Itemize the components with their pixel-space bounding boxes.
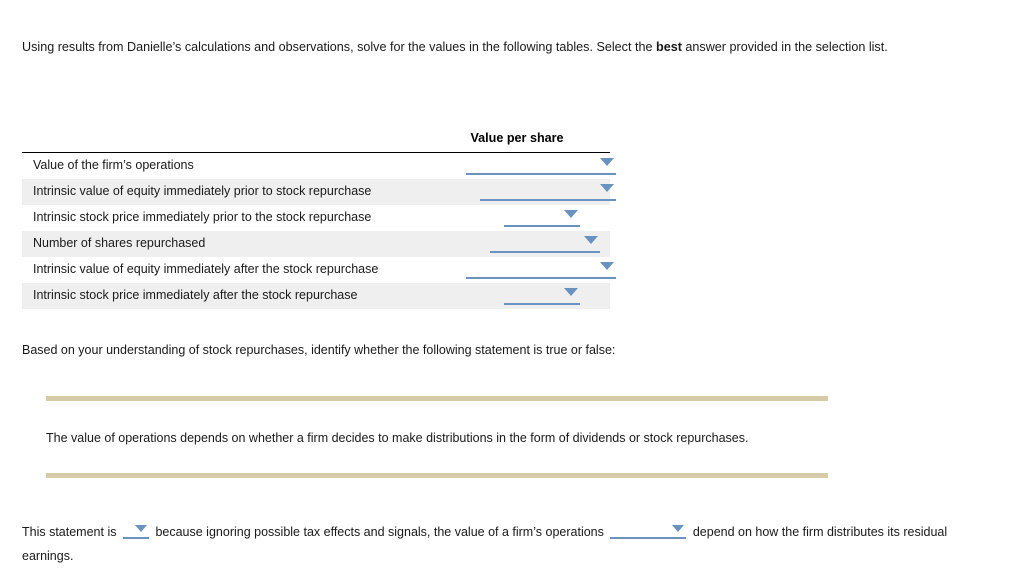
statement-text: The value of operations depends on wheth… (46, 431, 749, 445)
table-row: Number of shares repurchased (22, 231, 610, 257)
table-row: Intrinsic stock price immediately prior … (22, 205, 610, 231)
table-row: Value of the firm’s operations (22, 153, 616, 179)
row-label: Intrinsic stock price immediately after … (33, 288, 358, 302)
chevron-down-icon (134, 525, 147, 532)
chevron-down-icon (600, 158, 614, 166)
table-row: Intrinsic value of equity immediately pr… (22, 179, 616, 205)
conclusion-text-part3: depend on how the firm distributes its r… (22, 525, 948, 563)
true-false-prompt: Based on your understanding of stock rep… (22, 343, 616, 357)
dropdown-underline (466, 276, 616, 279)
chevron-down-icon (564, 288, 578, 296)
dropdown-underline (504, 302, 580, 305)
row-label: Intrinsic stock price immediately prior … (33, 210, 372, 224)
conclusion-paragraph: This statement is because ignoring possi… (22, 520, 972, 568)
intro-text-before: Using results from Danielle’s calculatio… (22, 40, 656, 54)
dropdown-underline (122, 536, 149, 539)
dropdown-underline (480, 198, 616, 201)
dropdown-row-4[interactable] (490, 233, 600, 255)
statement-rule-bottom (46, 473, 828, 478)
dropdown-row-3[interactable] (504, 207, 580, 229)
dropdown-row-5[interactable] (466, 259, 616, 281)
intro-text-after: answer provided in the selection list. (681, 40, 888, 54)
row-label: Intrinsic value of equity immediately pr… (33, 184, 372, 198)
dropdown-row-6[interactable] (504, 285, 580, 307)
chevron-down-icon (600, 262, 614, 270)
dropdown-underline (610, 536, 687, 539)
statement-rule-top (46, 396, 828, 401)
dropdown-does-depend[interactable] (610, 523, 687, 539)
statement-block: The value of operations depends on wheth… (46, 396, 828, 478)
chevron-down-icon (600, 184, 614, 192)
dropdown-statement-truth[interactable] (122, 523, 149, 539)
chevron-down-icon (672, 525, 685, 532)
dropdown-underline (504, 224, 580, 227)
dropdown-underline (466, 172, 616, 175)
table-row: Intrinsic value of equity immediately af… (22, 257, 616, 283)
row-label: Number of shares repurchased (33, 236, 206, 250)
conclusion-text-part2: because ignoring possible tax effects an… (155, 525, 604, 539)
dropdown-row-2[interactable] (480, 181, 616, 203)
chevron-down-icon (584, 236, 598, 244)
row-label: Value of the firm’s operations (33, 158, 194, 172)
dropdown-row-1[interactable] (466, 155, 616, 177)
dropdown-underline (490, 250, 600, 253)
row-label: Intrinsic value of equity immediately af… (33, 262, 379, 276)
conclusion-text-part1: This statement is (22, 525, 117, 539)
column-header-value-per-share: Value per share (470, 131, 564, 145)
intro-paragraph: Using results from Danielle’s calculatio… (22, 34, 912, 60)
chevron-down-icon (564, 210, 578, 218)
value-per-share-table: Value per share Value of the firm’s oper… (22, 130, 616, 309)
intro-bold-word: best (656, 40, 682, 54)
table-header-row: Value per share (22, 130, 610, 153)
table-row: Intrinsic stock price immediately after … (22, 283, 610, 309)
